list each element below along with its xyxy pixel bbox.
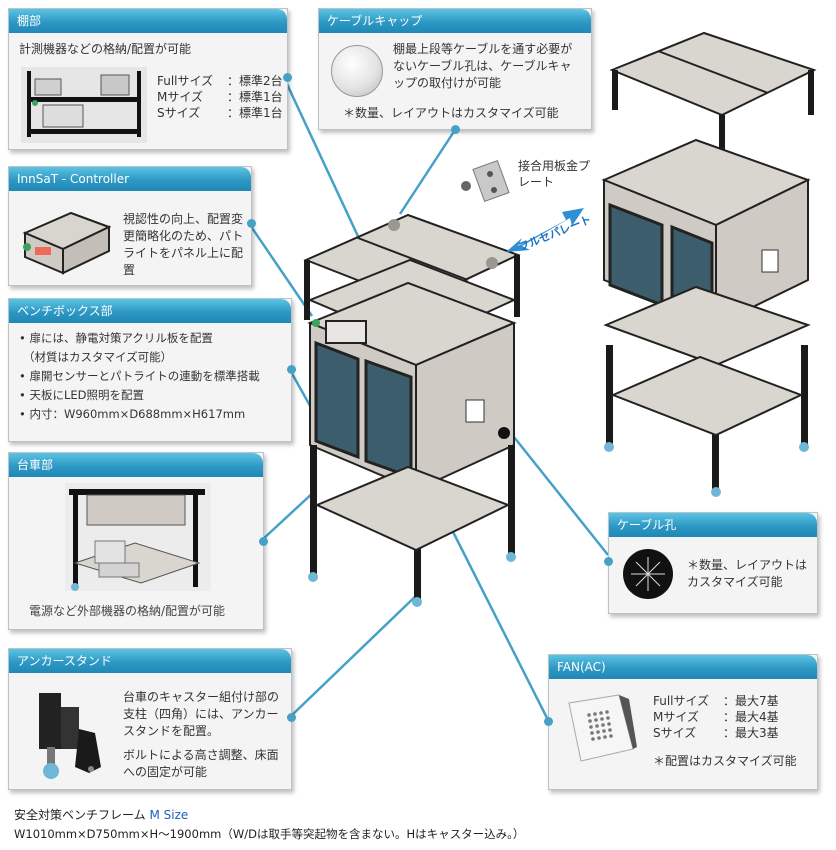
bench-box-list: • 扉には、静電対策アクリル板を配置 （材質はカスタマイズ可能） • 扉開センサ… [9, 323, 291, 424]
shelf-spec-label: Mサイズ [157, 90, 203, 104]
panel-cable-hole-title: ケーブル孔 [609, 513, 817, 537]
panel-shelf-desc: 計測機器などの格納/配置が可能 [19, 42, 192, 56]
panel-cart: 台車部 電源など外部機器の格納/配置が可能 [8, 452, 268, 630]
panel-anchor-title: アンカースタンド [9, 649, 291, 673]
panel-controller-desc: 視認性の向上、配置変更簡略化のため、パトライトをパネル上に配置 [123, 212, 244, 277]
fan-spec-label: Fullサイズ [653, 694, 710, 708]
shelf-spec-list: Fullサイズ ：標準2台 Mサイズ ：標準1台 Sサイズ ：標準1台 [157, 73, 283, 121]
callout-shelf [284, 81, 372, 263]
callout-controller [246, 221, 314, 317]
panel-cart-desc: 電源など外部機器の格納/配置が可能 [29, 604, 226, 618]
panel-fan: FAN(AC) Fullサイズ ：最大7基 Mサイズ ：最大4基 Sサイズ ：最大3基… [544, 654, 818, 790]
panel-anchor-desc2: ボルトによる高さ調整、床面への固定が可能 [123, 748, 279, 779]
fan-spec-label: Mサイズ [653, 710, 699, 724]
panel-cart-title: 台車部 [9, 453, 263, 477]
callout-cable-hole [509, 431, 609, 556]
shelf-photo [21, 67, 147, 143]
bench-frame-illustration [303, 213, 521, 607]
panel-shelf: 棚部 計測機器などの格納/配置が可能 Fullサイズ ：標準2台 Mサイズ ：標準1… [8, 8, 292, 150]
panel-anchor-desc1: 台車のキャスター組付け部の支柱（四角）には、アンカースタンドを配置。 [123, 690, 280, 738]
callout-anchor [289, 591, 421, 718]
callout-fan [440, 509, 550, 721]
controller-photo [22, 211, 111, 275]
shelf-spec-value: ：標準1台 [227, 90, 283, 104]
panel-bench-box: ベンチボックス部 • 扉には、静電対策アクリル板を配置 （材質はカスタマイズ可能… [8, 298, 296, 442]
shelf-spec-label: Fullサイズ [157, 74, 214, 88]
fan-spec-label: Sサイズ [653, 726, 697, 740]
bench-box-item: （材質はカスタマイズ可能） [23, 350, 173, 364]
fan-spec-value: ：最大7基 [723, 694, 779, 708]
joint-plate-label: 接合用板金プレート [518, 159, 591, 189]
panel-fan-note: ＊配置はカスタマイズ可能 [653, 754, 797, 768]
panel-cable-cap-note: ＊数量、レイアウトはカスタマイズ可能 [343, 106, 559, 120]
fan-spec-list: Fullサイズ ：最大7基 Mサイズ ：最大4基 Sサイズ ：最大3基 [653, 693, 779, 741]
cart-photo [65, 483, 211, 591]
panel-controller-title: InnSaT - Controller [9, 167, 251, 191]
fan-icon [568, 694, 637, 762]
footer-title-line: 安全対策ベンチフレーム M Size [14, 806, 188, 823]
footer-size: M Size [149, 808, 189, 822]
footer-dims: W1010mm×D750mm×H～1900mm（W/Dは取手等突起物を含まない。… [14, 827, 525, 841]
panel-fan-title: FAN(AC) [549, 655, 817, 679]
panel-anchor: アンカースタンド 台車のキャスター組付け部の支柱（四角）には、アンカースタンドを… [8, 648, 296, 790]
cable-cap-icon [331, 45, 383, 97]
anchor-stand-photo [39, 693, 101, 779]
patlite-icon [312, 319, 320, 327]
shelf-spec-value: ：標準2台 [227, 74, 283, 88]
shelf-spec-value: ：標準1台 [227, 106, 283, 120]
panel-cable-cap: ケーブルキャップ 棚最上段等ケーブルを通す必要がないケーブル孔は、ケーブルキャッ… [318, 8, 592, 134]
panel-cable-hole-note: ＊数量、レイアウトはカスタマイズ可能 [687, 558, 808, 589]
cable-cap-icon [388, 219, 400, 231]
bench-box-item: • 天板にLED照明を配置 [19, 388, 144, 402]
panel-cable-hole: ケーブル孔 ＊数量、レイアウトはカスタマイズ可能 [604, 512, 818, 614]
callout-cart [261, 489, 317, 541]
joint-plate-icon [461, 159, 510, 203]
panel-shelf-title: 棚部 [9, 9, 287, 33]
fan-icon [465, 399, 485, 423]
bench-box-item: • 扉開センサーとパトライトの連動を標準搭載 [19, 369, 260, 383]
separated-frame-illustration [601, 31, 817, 497]
acrylic-door-left [314, 340, 360, 460]
cable-hole-icon [623, 549, 673, 599]
controller-panel [325, 320, 367, 344]
footer-title: 安全対策ベンチフレーム [14, 808, 146, 822]
panel-cable-cap-title: ケーブルキャップ [319, 9, 591, 33]
fan-spec-value: ：最大4基 [723, 710, 779, 724]
shelf-spec-label: Sサイズ [157, 106, 201, 120]
bench-box-item: • 扉には、静電対策アクリル板を配置 [19, 331, 213, 345]
panel-bench-box-title: ベンチボックス部 [9, 299, 291, 323]
callout-cable-cap [398, 129, 457, 215]
acrylic-door-right [364, 358, 413, 480]
separate-arrow-icon [506, 208, 584, 252]
cart-shelf [314, 465, 511, 552]
bench-box-item: • 内寸：W960mm×D688mm×H617mm [19, 407, 246, 421]
panel-controller: InnSaT - Controller 視認性の向上、配置変更簡略化のため、パト… [8, 166, 256, 286]
fan-spec-value: ：最大3基 [723, 726, 779, 740]
panel-cable-cap-desc: 棚最上段等ケーブルを通す必要がないケーブル孔は、ケーブルキャップの取付けが可能 [393, 42, 573, 90]
cable-hole-icon [498, 427, 510, 439]
